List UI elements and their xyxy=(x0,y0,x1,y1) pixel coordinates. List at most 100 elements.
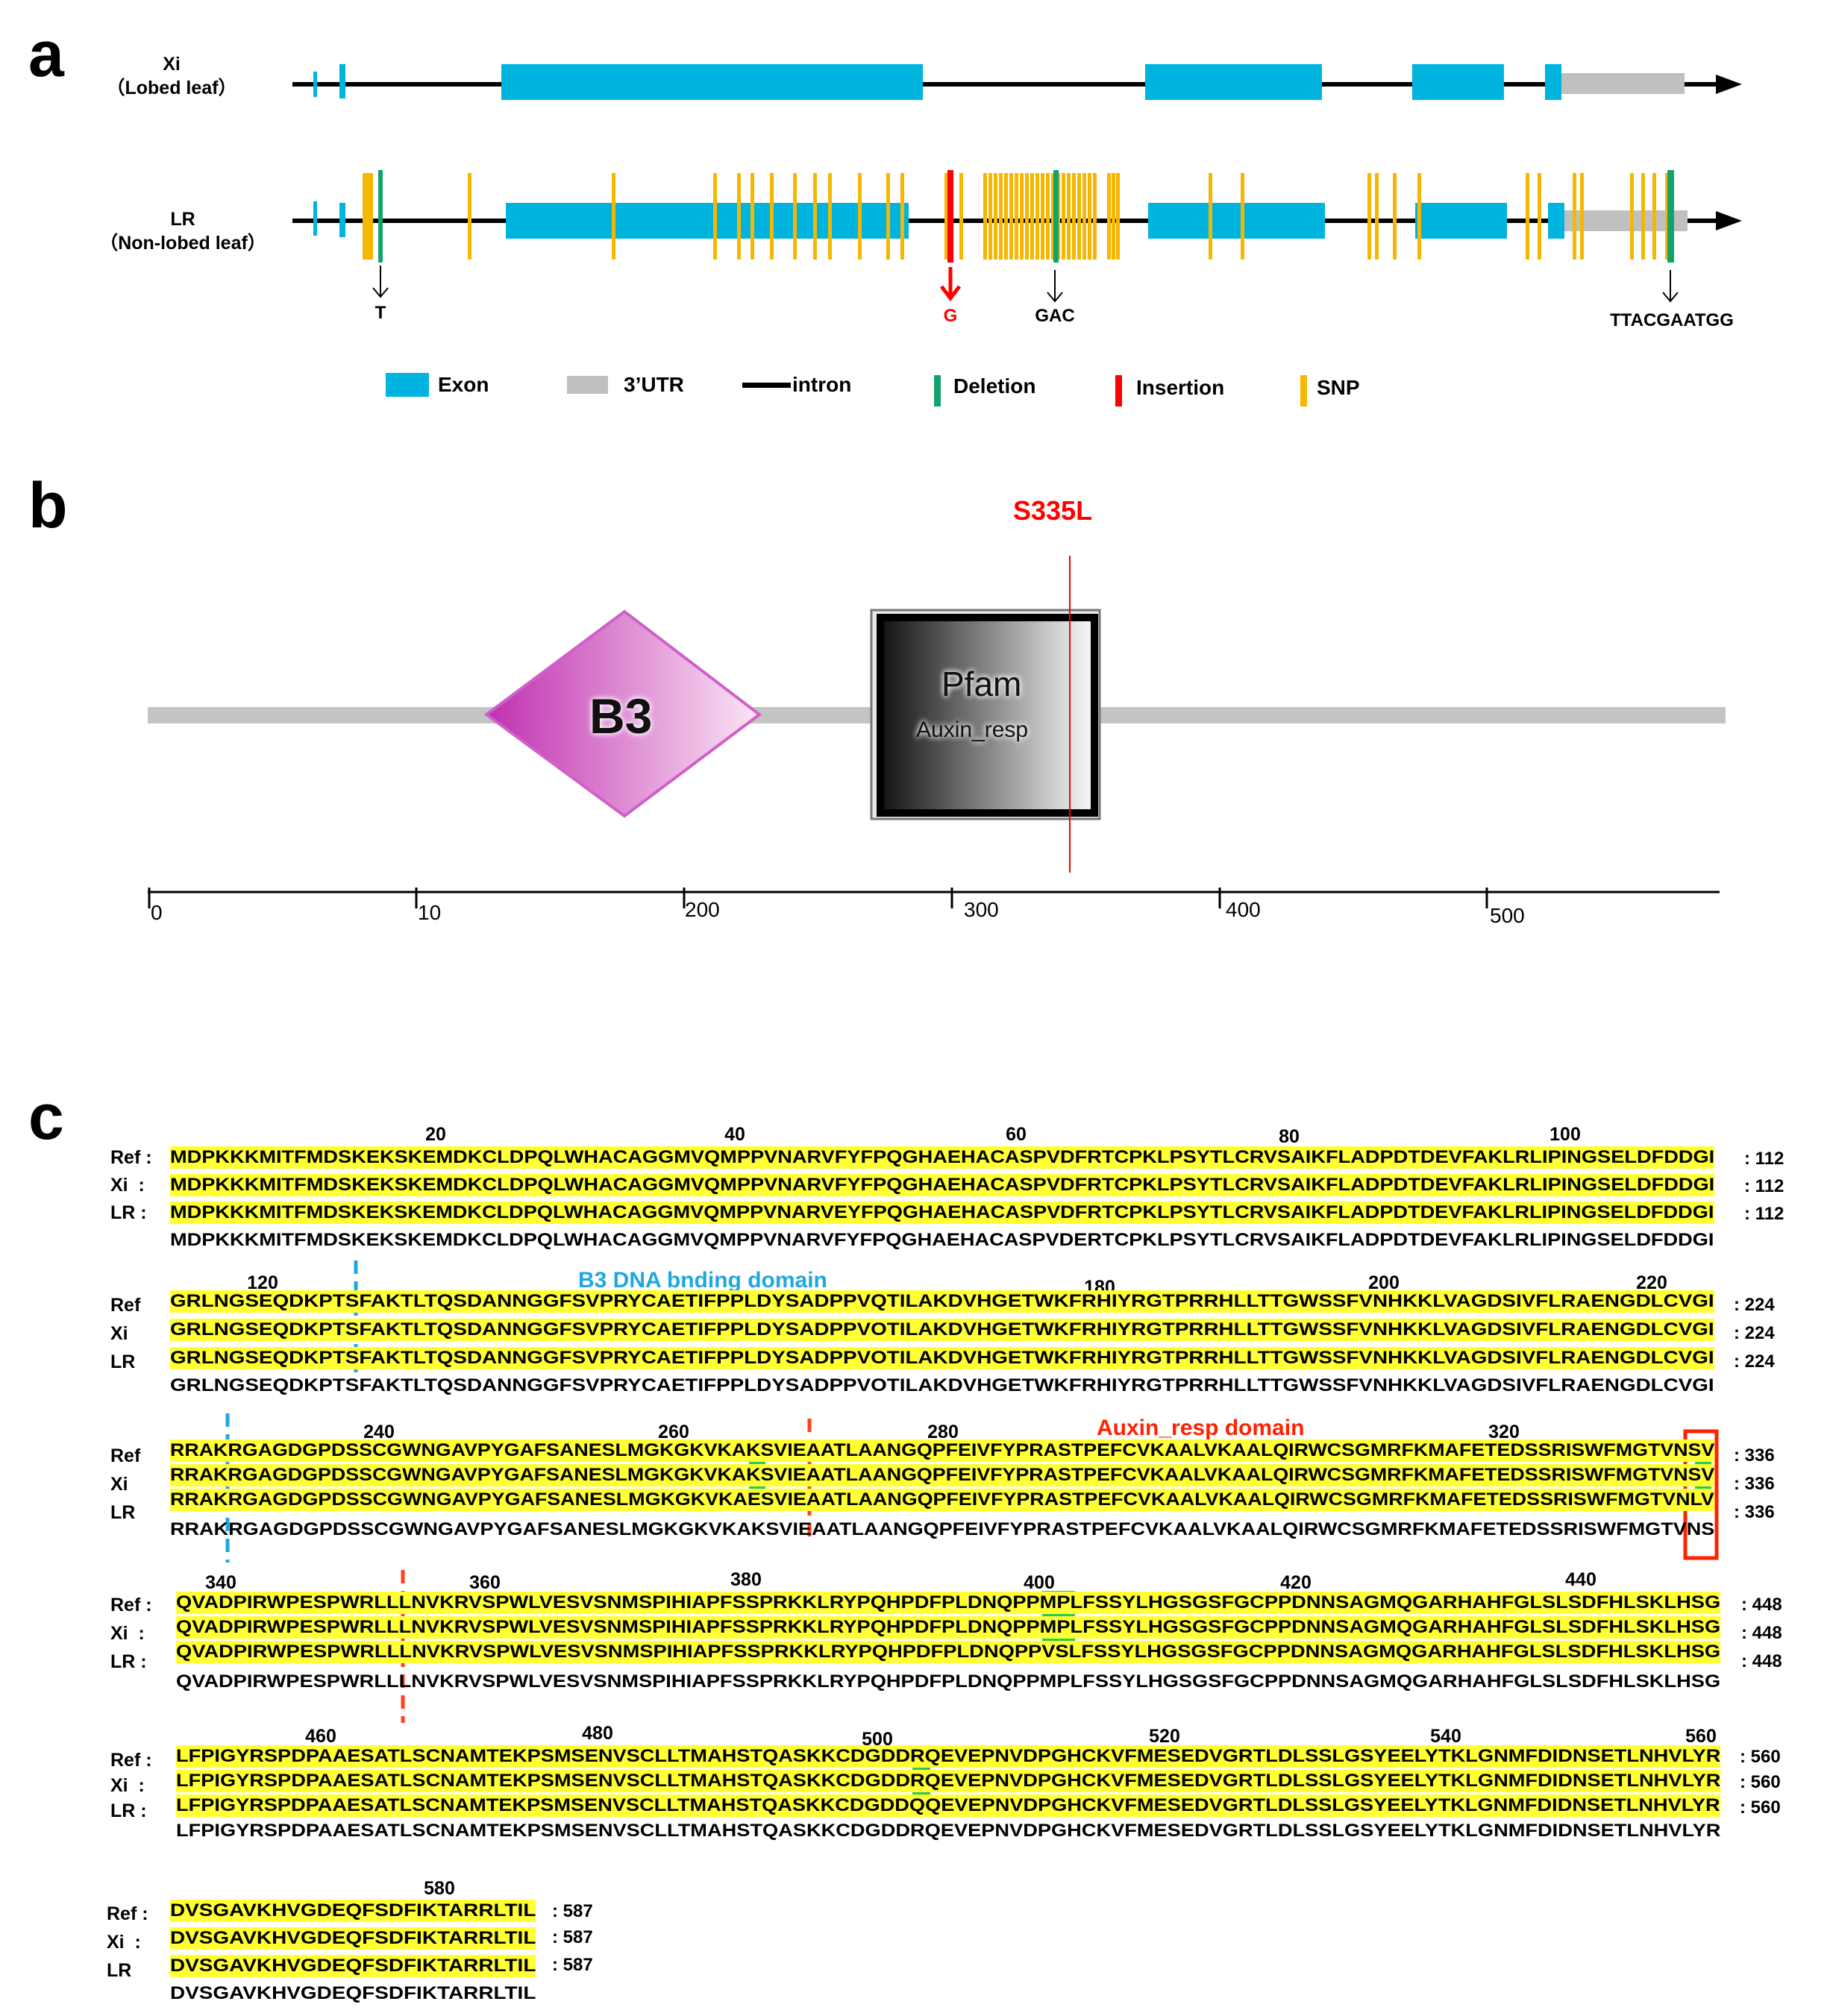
end-position: : 560 xyxy=(1740,1797,1781,1818)
sequence-consensus: RRAKRGAGDGPDSSCGWNGAVPYGAFSANESLMGKGKVKA… xyxy=(170,1519,1715,1539)
position-number: 100 xyxy=(1549,1124,1581,1145)
legend-swatch-utr xyxy=(567,376,608,394)
snp-marker xyxy=(1526,173,1529,260)
legend-label-intron: intron xyxy=(792,373,852,396)
snp-marker xyxy=(770,173,774,260)
row-label-lr: LR xyxy=(107,1960,132,1981)
exon xyxy=(1545,64,1561,100)
position-number: 60 xyxy=(1006,1124,1027,1145)
snp-marker xyxy=(1641,173,1645,260)
snp-marker xyxy=(1046,173,1050,260)
snp-marker xyxy=(886,173,890,260)
exon xyxy=(1415,203,1507,239)
snp-marker xyxy=(959,173,963,260)
snp-marker xyxy=(612,173,615,260)
snp-marker xyxy=(983,173,987,260)
sequence-ref: DVSGAVKHVGDEQFSDFIKTARRLTIL xyxy=(170,1900,536,1922)
position-number: 320 xyxy=(1488,1422,1520,1442)
sequence-xi: GRLNGSEQDKPTSFAKTLTQSDANNGGFSVPRYCAETIFP… xyxy=(170,1319,1714,1341)
snp-marker xyxy=(1375,173,1379,260)
snp-marker xyxy=(1025,173,1029,260)
row-label-xi: Xi : xyxy=(107,1932,141,1953)
end-position: : 112 xyxy=(1744,1176,1784,1196)
snp-marker xyxy=(1004,173,1008,260)
legend-swatch-exon xyxy=(386,373,429,397)
track-name: LR xyxy=(170,209,195,230)
position-number: 520 xyxy=(1149,1726,1180,1747)
snp-marker xyxy=(369,173,373,260)
exon xyxy=(501,64,923,100)
snp-marker xyxy=(1417,173,1421,260)
snp-marker xyxy=(999,173,1003,260)
deletion-marker xyxy=(378,170,383,263)
row-label-lr: LR : xyxy=(110,1651,147,1672)
row-label-xi: Xi : xyxy=(110,1623,145,1644)
snp-markers xyxy=(363,173,1669,260)
exon xyxy=(1145,64,1322,100)
sequence-consensus: MDPKKKMITFMDSKEKSKEMDKCLDPQLWHACAGGMVQMP… xyxy=(170,1230,1714,1250)
row-label-xi: Xi : xyxy=(110,1775,145,1796)
snp-marker xyxy=(1067,173,1071,260)
sequence-consensus: LFPIGYRSPDPAAESATLSCNAMTEKPSMSENVSCLLTMA… xyxy=(176,1821,1721,1841)
axis-tick-label: 500 xyxy=(1490,904,1525,927)
sequence-ref: QVADPIRWPESPWRLLLNVKRVSPWLVESVSNMSPIHIAP… xyxy=(176,1592,1721,1614)
gene-track-xi xyxy=(292,64,1742,100)
snp-marker xyxy=(366,173,370,260)
exon xyxy=(1412,64,1504,100)
mutation-label-s335l: S335L xyxy=(1013,495,1093,526)
track-label-lr: LR （Non-lobed leaf） xyxy=(75,207,291,255)
legend-swatches xyxy=(386,373,1307,406)
end-position: : 336 xyxy=(1734,1502,1775,1522)
end-position: : 448 xyxy=(1741,1651,1782,1671)
snp-marker xyxy=(1051,173,1055,260)
snp-marker xyxy=(713,173,717,260)
sequence-consensus: GRLNGSEQDKPTSFAKTLTQSDANNGGFSVPRYCAETIFP… xyxy=(170,1375,1714,1395)
row-label-xi: Xi : xyxy=(110,1175,145,1196)
sequence-consensus: QVADPIRWPESPWRLLLNVKRVSPWLVESVSNMSPIHIAP… xyxy=(176,1671,1721,1692)
sequence-lr: QVADPIRWPESPWRLLLNVKRVSPWLVESVSNMSPIHIAP… xyxy=(176,1641,1721,1663)
legend-label-snp: SNP xyxy=(1317,376,1360,399)
sequence-lr: RRAKRGAGDGPDSSCGWNGAVPYGAFSANESLMGKGKVKA… xyxy=(170,1489,1714,1511)
sequence-xi: MDPKKKMITFMDSKEKSKEMDKCLDPQLWHACAGGMVQMP… xyxy=(170,1174,1715,1196)
exon xyxy=(313,201,317,236)
row-label-lr: LR xyxy=(110,1502,136,1523)
end-position: : 224 xyxy=(1734,1351,1775,1372)
track-name: Xi xyxy=(163,54,181,75)
legend-label-exon: Exon xyxy=(438,373,489,396)
axis-tick-label: 10 xyxy=(418,901,442,924)
snp-marker xyxy=(1072,173,1076,260)
exon xyxy=(1148,203,1325,239)
panel-label-b: b xyxy=(28,470,68,541)
snp-marker xyxy=(1088,173,1091,260)
position-number: 540 xyxy=(1430,1726,1461,1747)
snp-marker xyxy=(1035,173,1039,260)
mutation-label-t: T xyxy=(375,303,386,323)
snp-marker xyxy=(944,173,948,260)
mutation-label-gac: GAC xyxy=(1035,306,1075,326)
legend-label-deletion: Deletion xyxy=(953,374,1036,398)
legend-swatch-deletion xyxy=(934,375,941,406)
snp-marker xyxy=(1241,173,1244,260)
position-number: 200 xyxy=(1368,1272,1400,1293)
position-number: 380 xyxy=(730,1569,762,1590)
row-label-ref: Ref xyxy=(110,1445,141,1466)
row-label-ref: Ref : xyxy=(107,1903,148,1924)
sequence-lr: LFPIGYRSPDPAAESATLSCNAMTEKPSMSENVSCLLTMA… xyxy=(176,1794,1720,1817)
row-label-ref: Ref xyxy=(110,1295,141,1316)
end-position: : 587 xyxy=(552,1901,593,1921)
position-number: 580 xyxy=(424,1878,455,1899)
panel-label-c: c xyxy=(28,1081,64,1153)
sequence-xi: QVADPIRWPESPWRLLLNVKRVSPWLVESVSNMSPIHIAP… xyxy=(176,1616,1721,1639)
snp-marker xyxy=(751,173,754,260)
exon xyxy=(339,203,345,237)
end-position: : 224 xyxy=(1734,1295,1775,1315)
sequence-lr: DVSGAVKHVGDEQFSDFIKTARRLTIL xyxy=(170,1955,536,1977)
snp-marker xyxy=(1030,173,1034,260)
snp-marker xyxy=(363,173,366,260)
snp-marker xyxy=(1020,173,1024,260)
snp-marker xyxy=(1580,173,1584,260)
auxin-domain-annotation: Auxin_resp domain xyxy=(1097,1416,1305,1440)
row-label-lr: LR xyxy=(110,1351,136,1372)
position-number: 400 xyxy=(1024,1572,1055,1593)
row-label-xi: Xi xyxy=(110,1474,128,1495)
